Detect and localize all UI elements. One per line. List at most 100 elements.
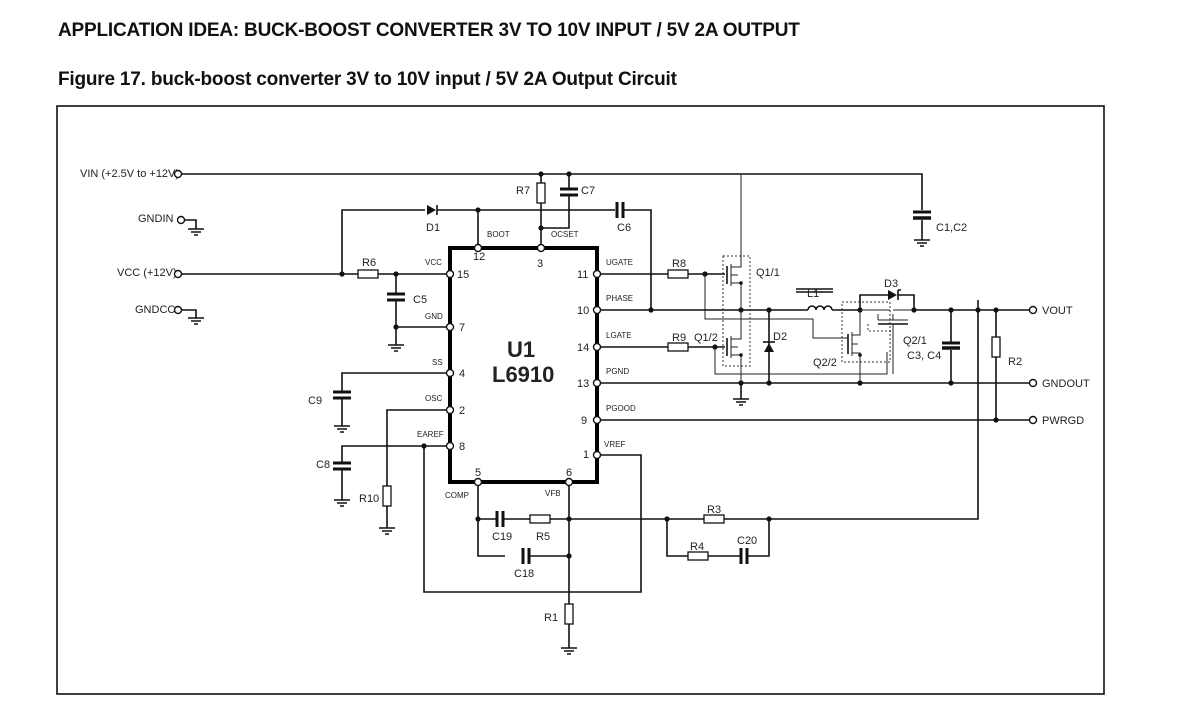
- svg-text:14: 14: [577, 342, 589, 354]
- gndcc-terminal: GNDCC: [135, 304, 204, 325]
- svg-text:VFB: VFB: [545, 489, 561, 498]
- svg-text:R8: R8: [672, 258, 686, 270]
- svg-text:VOUT: VOUT: [1042, 305, 1073, 317]
- r4-resistor: [687, 551, 709, 561]
- r7-resistor: [536, 182, 546, 204]
- svg-text:3: 3: [537, 258, 543, 270]
- gndcc-label: GNDCC: [135, 304, 175, 316]
- svg-text:OCSET: OCSET: [551, 230, 579, 239]
- ground-icon: [334, 499, 350, 507]
- svg-text:11: 11: [577, 269, 588, 281]
- d1-diode: D1: [426, 205, 440, 234]
- r5-resistor: [529, 514, 551, 524]
- svg-text:GNDOUT: GNDOUT: [1042, 378, 1090, 390]
- svg-text:R7: R7: [516, 185, 530, 197]
- svg-text:D2: D2: [773, 331, 787, 343]
- ic-ref-label: U1: [507, 337, 535, 362]
- svg-text:PHASE: PHASE: [606, 294, 633, 303]
- svg-text:C7: C7: [581, 185, 595, 197]
- q2-2-mosfet: Q2/2: [813, 310, 862, 383]
- svg-text:Q2/1: Q2/1: [903, 335, 927, 347]
- q1-package-outline: [722, 255, 751, 367]
- svg-text:9: 9: [581, 415, 587, 427]
- d3-diode: D3: [884, 278, 901, 300]
- pin-pgood: [592, 415, 602, 425]
- svg-text:1: 1: [583, 449, 589, 461]
- c7-capacitor: [560, 187, 578, 197]
- ground-icon: [388, 344, 404, 352]
- q2-package-outline: [841, 301, 891, 363]
- pin-vfb: [564, 477, 574, 487]
- pin-pgnd: [592, 378, 602, 388]
- svg-text:PWRGD: PWRGD: [1042, 415, 1084, 427]
- r9-resistor: [667, 342, 689, 352]
- c5-capacitor: [387, 292, 405, 302]
- svg-text:R1: R1: [544, 612, 558, 624]
- pin-lgate: [592, 342, 602, 352]
- svg-text:R5: R5: [536, 531, 550, 543]
- svg-text:C6: C6: [617, 222, 631, 234]
- svg-text:PGOOD: PGOOD: [606, 404, 636, 413]
- l1-inductor: L1: [796, 288, 833, 311]
- svg-text:LGATE: LGATE: [606, 331, 632, 340]
- svg-text:D3: D3: [884, 278, 898, 290]
- svg-text:5: 5: [475, 467, 481, 479]
- q1-2-mosfet: Q1/2: [694, 310, 743, 383]
- pin-earef: [445, 441, 455, 451]
- ground-icon: [733, 398, 749, 406]
- r10-resistor: [382, 485, 392, 507]
- c18-capacitor: [521, 548, 531, 564]
- d2-diode: D2: [763, 310, 787, 383]
- vout-terminal: VOUT: [1028, 305, 1073, 317]
- svg-text:VCC: VCC: [425, 258, 442, 267]
- svg-text:C5: C5: [413, 294, 427, 306]
- svg-text:R2: R2: [1008, 356, 1022, 368]
- svg-text:12: 12: [473, 251, 485, 263]
- figure-caption: Figure 17. buck-boost converter 3V to 10…: [58, 69, 677, 90]
- svg-text:C18: C18: [514, 568, 534, 580]
- svg-text:Q1/2: Q1/2: [694, 332, 718, 344]
- svg-text:C8: C8: [316, 459, 330, 471]
- svg-text:C9: C9: [308, 395, 322, 407]
- svg-text:L1: L1: [807, 288, 819, 300]
- pin-vcc: [445, 269, 455, 279]
- svg-text:COMP: COMP: [445, 491, 469, 500]
- pin-ugate: [592, 269, 602, 279]
- gndin-label: GNDIN: [138, 213, 174, 225]
- q1-1-mosfet: Q1/1: [726, 174, 780, 310]
- vin-terminal: VIN (+2.5V to +12V): [80, 168, 183, 180]
- c6-capacitor: C6: [615, 202, 631, 234]
- gndin-terminal: GNDIN: [138, 213, 204, 236]
- vin-label: VIN (+2.5V to +12V): [80, 168, 179, 180]
- pin-boot: [473, 243, 483, 253]
- svg-text:R9: R9: [672, 332, 686, 344]
- c3c4-label: C3, C4: [907, 350, 941, 362]
- pin-phase: [592, 305, 602, 315]
- svg-text:Q1/1: Q1/1: [756, 267, 780, 279]
- c19-capacitor: [495, 511, 505, 527]
- vin-rail: [181, 173, 923, 210]
- q2-1-mosfet: Q2/1: [860, 309, 927, 374]
- svg-text:R4: R4: [690, 541, 704, 553]
- r1-resistor: [564, 603, 574, 625]
- ground-icon: [561, 647, 577, 655]
- u1-ic-body: [448, 246, 599, 484]
- svg-text:EAREF: EAREF: [417, 430, 444, 439]
- c9-capacitor: [333, 390, 351, 400]
- ic-part-label: L6910: [492, 362, 554, 387]
- r3-resistor: [703, 514, 725, 524]
- svg-text:15: 15: [457, 269, 469, 281]
- ground-icon: [188, 228, 204, 236]
- svg-text:7: 7: [459, 322, 465, 334]
- svg-text:UGATE: UGATE: [606, 258, 633, 267]
- r6-resistor: [357, 269, 379, 279]
- pin-comp: [473, 477, 483, 487]
- svg-text:C20: C20: [737, 535, 757, 547]
- pin-gnd: [445, 322, 455, 332]
- c8-capacitor: [333, 461, 351, 471]
- page-title: APPLICATION IDEA: BUCK-BOOST CONVERTER 3…: [58, 20, 800, 41]
- svg-text:OSC: OSC: [425, 394, 443, 403]
- svg-text:R3: R3: [707, 504, 721, 516]
- svg-text:C19: C19: [492, 531, 512, 543]
